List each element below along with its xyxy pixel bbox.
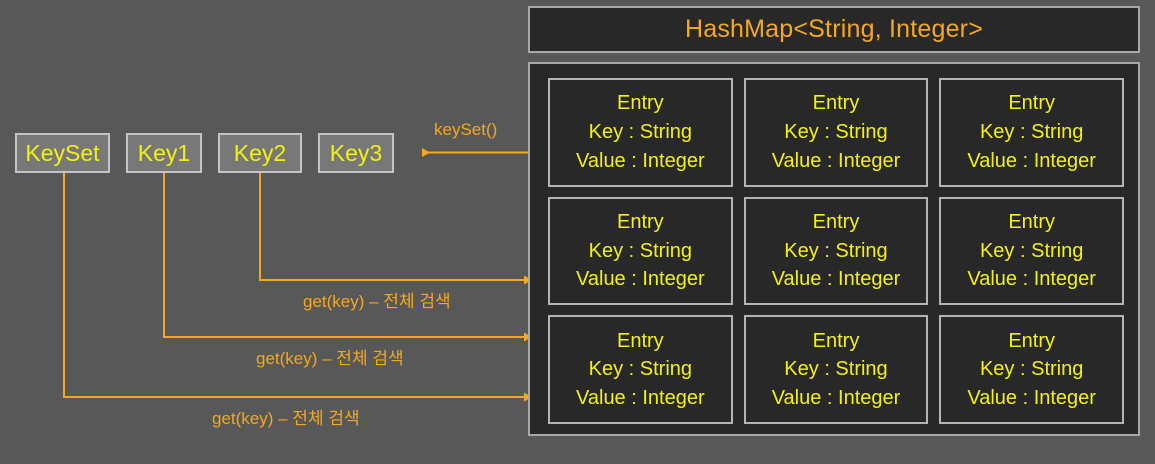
entry-value-type: Value : Integer: [576, 386, 705, 409]
entry-value-type: Value : Integer: [576, 149, 705, 172]
entry-name: Entry: [616, 329, 664, 352]
get-arrow-label-key2: get(key) – 전체 검색: [303, 292, 451, 311]
entry-name: Entry: [616, 92, 664, 115]
entry-name: Entry: [812, 211, 860, 234]
hashmap-entries-panel: Entry Key : String Value : Integer Entry…: [528, 62, 1140, 436]
entry-key-type: Key : String: [979, 358, 1084, 381]
entry-name: Entry: [1008, 92, 1055, 115]
entry-key-type: Key : String: [784, 358, 888, 381]
entry-key-type: Key : String: [588, 358, 693, 381]
keyset-arrow-label: keySet(): [434, 120, 498, 139]
key-box-label: Key3: [329, 139, 383, 166]
entry-value-type: Value : Integer: [771, 386, 901, 409]
entry-key-type: Key : String: [588, 121, 693, 144]
entry-name: Entry: [1008, 211, 1055, 234]
entry-box[interactable]: Entry Key : String Value : Integer: [939, 315, 1124, 424]
entry-key-type: Key : String: [784, 239, 888, 262]
key-box-key1[interactable]: Key1: [126, 133, 202, 173]
entry-key-type: Key : String: [588, 239, 693, 262]
entry-name: Entry: [616, 211, 664, 234]
key-box-key2[interactable]: Key2: [218, 133, 302, 173]
entry-box[interactable]: Entry Key : String Value : Integer: [743, 315, 929, 424]
entry-box[interactable]: Entry Key : String Value : Integer: [548, 78, 733, 187]
entry-name: Entry: [812, 329, 860, 352]
key-box-keyset[interactable]: KeySet: [15, 133, 110, 173]
entry-value-type: Value : Integer: [967, 268, 1096, 291]
entry-key-type: Key : String: [979, 121, 1084, 144]
get-arrow-label-key1: get(key) – 전체 검색: [256, 349, 404, 368]
get-arrow-key1: [163, 173, 532, 342]
entry-box[interactable]: Entry Key : String Value : Integer: [548, 315, 733, 424]
entry-value-type: Value : Integer: [967, 386, 1096, 409]
entry-value-type: Value : Integer: [967, 149, 1096, 172]
entry-name: Entry: [812, 92, 860, 115]
entry-box[interactable]: Entry Key : String Value : Integer: [743, 196, 929, 306]
get-arrow-label-keyset: get(key) – 전체 검색: [212, 409, 360, 428]
entry-value-type: Value : Integer: [771, 149, 901, 172]
entry-key-type: Key : String: [979, 239, 1084, 262]
entry-key-type: Key : String: [784, 121, 888, 144]
key-box-label: Key1: [137, 139, 191, 166]
get-arrow-key2: [259, 173, 532, 285]
hashmap-title: HashMap<String, Integer>: [528, 6, 1140, 53]
entry-box[interactable]: Entry Key : String Value : Integer: [939, 196, 1124, 306]
entry-box[interactable]: Entry Key : String Value : Integer: [939, 78, 1124, 187]
entry-box[interactable]: Entry Key : String Value : Integer: [743, 78, 929, 187]
key-box-label: KeySet: [25, 139, 100, 166]
hashmap-container: HashMap<String, Integer> Entry Key : Str…: [521, 6, 1147, 436]
entry-value-type: Value : Integer: [771, 268, 901, 291]
entry-value-type: Value : Integer: [576, 268, 705, 291]
key-box-key3[interactable]: Key3: [318, 133, 394, 173]
entry-box[interactable]: Entry Key : String Value : Integer: [548, 196, 733, 306]
key-box-label: Key2: [233, 139, 287, 166]
entries-grid: Entry Key : String Value : Integer Entry…: [548, 78, 1124, 424]
entry-name: Entry: [1008, 329, 1055, 352]
